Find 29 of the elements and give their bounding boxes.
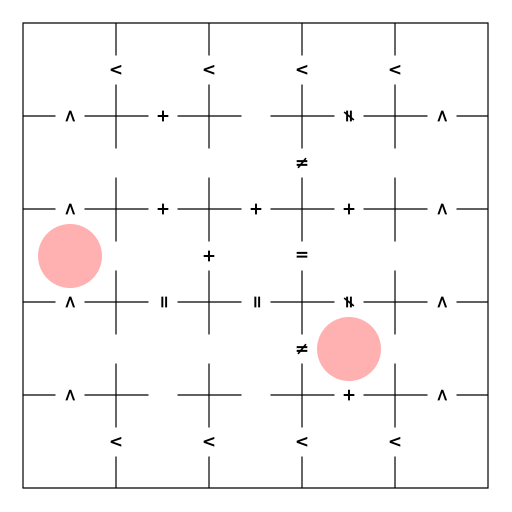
constraint-symbol: ≠	[296, 344, 308, 354]
constraint-symbol: <	[204, 64, 214, 75]
constraint-symbol: <	[110, 64, 122, 75]
constraint-symbol: ≠	[344, 110, 354, 122]
constraint-symbol: <	[437, 296, 448, 308]
constraint-symbol: <	[437, 110, 448, 122]
constraint-symbol: +	[158, 110, 168, 122]
constraint-symbol: <	[296, 64, 308, 75]
constraint-symbol: <	[437, 390, 448, 400]
constraint-symbol: =	[296, 252, 308, 258]
constraint-symbol: <	[65, 296, 76, 308]
constraint-symbol: =	[161, 296, 168, 308]
constraint-symbol: <	[390, 436, 400, 447]
constraint-symbol: +	[250, 204, 262, 214]
constraint-symbol: <	[204, 436, 214, 447]
constraint-symbol: <	[296, 436, 308, 447]
constraint-symbol: <	[110, 436, 122, 447]
constraint-symbol: +	[344, 390, 354, 400]
constraint-symbol: ≠	[344, 296, 354, 308]
constraint-symbol: +	[344, 204, 354, 214]
constraint-symbol: <	[65, 204, 76, 214]
constraint-symbol: <	[65, 110, 76, 122]
constraint-symbol: =	[254, 296, 260, 308]
constraint-symbol: <	[437, 204, 448, 214]
constraint-symbol: +	[158, 204, 168, 214]
constraint-symbol: ≠	[296, 158, 308, 168]
constraint-symbol: <	[65, 390, 76, 400]
constraint-symbol: <	[390, 64, 400, 75]
constraint-symbol: +	[204, 250, 214, 262]
